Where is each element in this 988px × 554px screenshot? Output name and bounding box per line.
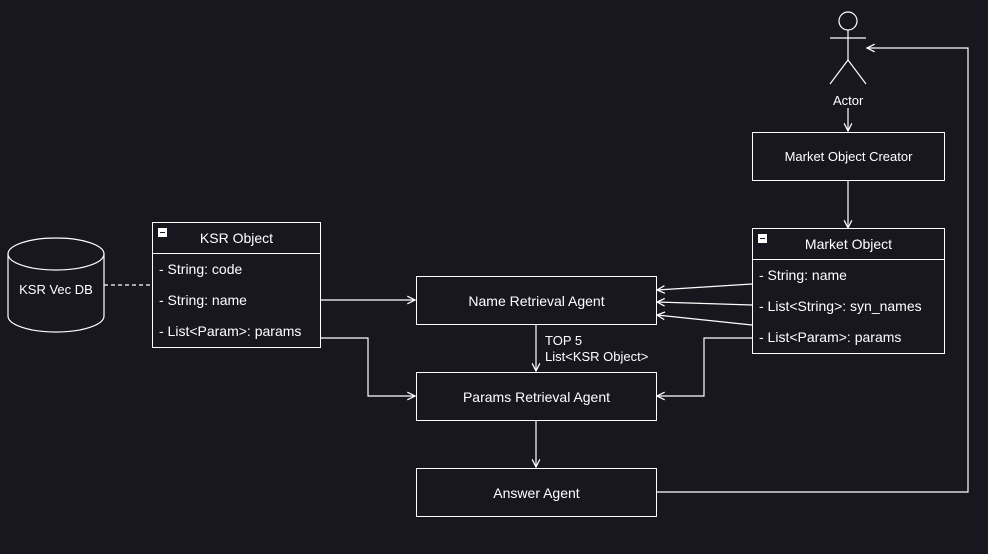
market-params-to-params-agent-arrow	[657, 337, 752, 396]
ksr-object-class[interactable]: KSR Object - String: code - String: name…	[152, 222, 321, 348]
name-retrieval-agent-box[interactable]: Name Retrieval Agent	[416, 276, 657, 325]
ksr-object-header: KSR Object	[153, 223, 320, 254]
market-params-to-name-agent-arrow	[657, 315, 753, 326]
actor-icon[interactable]	[829, 11, 867, 85]
answer-agent-to-actor-arrow	[657, 48, 969, 493]
market-synnames-to-name-agent-arrow	[657, 302, 753, 305]
ksr-params-to-params-agent-arrow	[320, 337, 415, 396]
ksr-object-title: KSR Object	[199, 230, 274, 246]
params-retrieval-agent-label: Params Retrieval Agent	[462, 388, 611, 405]
database-label: KSR Vec DB	[19, 281, 93, 297]
actor-label: Actor	[833, 93, 864, 108]
market-object-class[interactable]: Market Object - String: name - List<Stri…	[752, 228, 945, 354]
answer-agent-box[interactable]: Answer Agent	[416, 468, 657, 517]
market-field-params[interactable]: - List<Param>: params	[759, 329, 902, 345]
market-object-header: Market Object	[753, 229, 944, 260]
edge-label-line1: TOP 5	[545, 333, 583, 348]
ksr-field-code[interactable]: - String: code	[159, 261, 243, 277]
params-retrieval-agent-box[interactable]: Params Retrieval Agent	[416, 372, 657, 421]
ksr-field-params[interactable]: - List<Param>: params	[159, 323, 302, 339]
collapse-icon[interactable]	[158, 228, 167, 237]
market-object-creator-label: Market Object Creator	[784, 149, 913, 164]
market-name-to-name-agent-arrow	[657, 283, 753, 290]
market-object-title: Market Object	[804, 236, 893, 252]
market-object-creator-box[interactable]: Market Object Creator	[752, 132, 945, 181]
answer-agent-label: Answer Agent	[493, 484, 580, 501]
market-field-name[interactable]: - String: name	[759, 267, 847, 283]
ksr-field-name[interactable]: - String: name	[159, 292, 247, 308]
edge-label-line2: List<KSR Object>	[545, 349, 649, 364]
top5-edge-label: TOP 5 List<KSR Object>	[545, 333, 648, 365]
collapse-icon[interactable]	[758, 234, 767, 243]
database-cylinder[interactable]	[7, 237, 105, 333]
market-field-syn-names[interactable]: - List<String>: syn_names	[759, 298, 922, 314]
name-retrieval-agent-label: Name Retrieval Agent	[468, 292, 605, 309]
